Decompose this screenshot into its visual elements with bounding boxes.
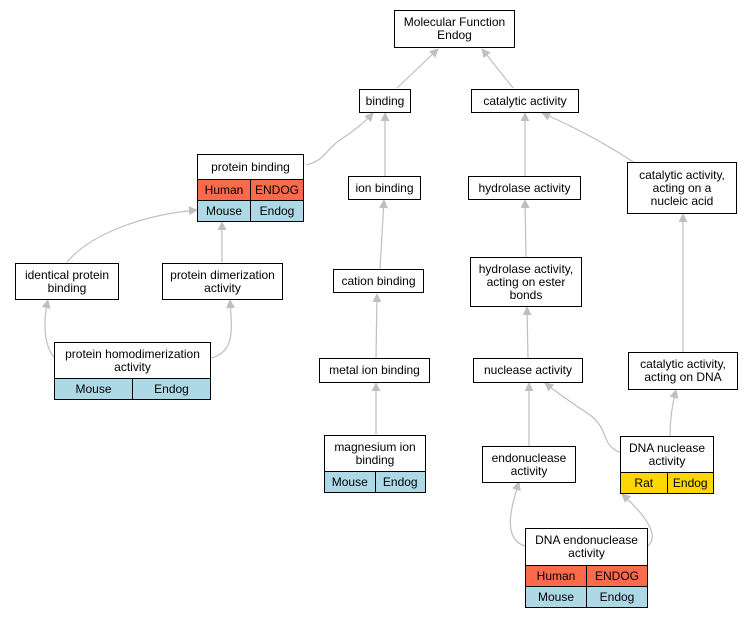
node-label: protein homodimerization activity bbox=[65, 346, 200, 374]
edge-dna-nuclease-cat-dna bbox=[669, 389, 679, 437]
species-cell: Rat bbox=[621, 473, 667, 493]
annotation-row-mouse: Mouse Endog bbox=[55, 378, 210, 399]
annotation-row-mouse: Mouse Endog bbox=[526, 586, 647, 607]
node-label: DNA endonuclease activity bbox=[535, 533, 638, 560]
edge-dna-endonuclease-dna-nuclease bbox=[621, 493, 653, 547]
node-label: nuclease activity bbox=[483, 363, 573, 377]
edge-cat-nucleic-catalytic bbox=[541, 112, 636, 164]
edge-homodimer-dimerization bbox=[210, 299, 236, 359]
node-label: metal ion binding bbox=[329, 363, 420, 377]
node-nuclease-activity[interactable]: nuclease activity bbox=[473, 358, 583, 383]
node-label: catalytic activity, acting on a nucleic … bbox=[639, 167, 725, 208]
edge-dna-endonuclease-endonuclease bbox=[509, 481, 526, 547]
species-cell: Mouse bbox=[55, 379, 132, 399]
node-label: endonuclease activity bbox=[491, 450, 567, 478]
node-binding[interactable]: binding bbox=[359, 89, 411, 113]
species-cell: Mouse bbox=[198, 201, 250, 221]
edge-identical-protein-binding bbox=[66, 206, 198, 263]
node-label: protein binding bbox=[211, 159, 290, 174]
node-catalytic-activity-dna[interactable]: catalytic activity, acting on DNA bbox=[628, 352, 738, 390]
annotation-row-human: Human ENDOG bbox=[198, 179, 303, 200]
node-label: ion binding bbox=[355, 180, 414, 195]
node-molecular-function-root[interactable]: Molecular Function Endog bbox=[394, 10, 515, 48]
node-identical-protein-binding[interactable]: identical protein binding bbox=[15, 263, 119, 300]
edge-catalytic-root bbox=[481, 48, 514, 89]
node-dna-nuclease-activity[interactable]: DNA nuclease activity Rat Endog bbox=[620, 436, 714, 494]
node-dna-endonuclease-activity[interactable]: DNA endonuclease activity Human ENDOG Mo… bbox=[525, 528, 648, 608]
edge-cation-ion-binding bbox=[379, 199, 389, 270]
gene-cell: Endog bbox=[250, 201, 303, 221]
gene-cell: ENDOG bbox=[586, 566, 647, 586]
edge-hydrolase-ester-hydrolase bbox=[520, 199, 530, 258]
gene-cell: ENDOG bbox=[250, 180, 303, 200]
node-hydrolase-activity-ester-bonds[interactable]: hydrolase activity, acting on ester bond… bbox=[470, 257, 582, 307]
annotation-row-rat: Rat Endog bbox=[621, 472, 713, 493]
edge-dna-nuclease-nuclease bbox=[544, 382, 622, 454]
species-cell: Mouse bbox=[325, 472, 375, 492]
node-label: binding bbox=[365, 93, 405, 108]
gene-cell: Endog bbox=[132, 379, 210, 399]
species-cell: Mouse bbox=[526, 587, 586, 607]
edge-protein-binding-binding bbox=[305, 112, 374, 166]
node-label: magnesium ion binding bbox=[334, 439, 416, 467]
node-protein-homodimerization-activity[interactable]: protein homodimerization activity Mouse … bbox=[54, 342, 211, 400]
node-label: protein dimerization activity bbox=[170, 267, 275, 295]
node-metal-ion-binding[interactable]: metal ion binding bbox=[319, 358, 430, 383]
edge-nuclease-hydrolase-ester bbox=[522, 306, 532, 359]
gene-cell: Endog bbox=[666, 473, 713, 493]
edge-homodimer-identical bbox=[41, 299, 56, 359]
node-protein-binding[interactable]: protein binding Human ENDOG Mouse Endog bbox=[197, 154, 304, 222]
node-magnesium-ion-binding[interactable]: magnesium ion binding Mouse Endog bbox=[324, 435, 426, 493]
species-cell: Human bbox=[526, 566, 586, 586]
node-catalytic-activity-nucleic-acid[interactable]: catalytic activity, acting on a nucleic … bbox=[627, 162, 737, 214]
node-label: cation binding bbox=[341, 273, 416, 288]
node-catalytic-activity[interactable]: catalytic activity bbox=[471, 89, 579, 113]
gene-cell: Endog bbox=[586, 587, 647, 607]
species-cell: Human bbox=[198, 180, 250, 200]
annotation-row-human: Human ENDOG bbox=[526, 565, 647, 586]
node-label: catalytic activity, acting on DNA bbox=[640, 357, 726, 384]
annotation-row-mouse: Mouse Endog bbox=[198, 200, 303, 221]
gene-cell: Endog bbox=[374, 472, 425, 492]
edge-metal-cation bbox=[372, 293, 382, 359]
node-label: Molecular Function Endog bbox=[403, 15, 506, 42]
node-cation-binding[interactable]: cation binding bbox=[333, 269, 424, 293]
annotation-row-mouse: Mouse Endog bbox=[325, 471, 425, 492]
node-endonuclease-activity[interactable]: endonuclease activity bbox=[482, 446, 576, 483]
node-label: DNA nuclease activity bbox=[628, 440, 706, 468]
node-ion-binding[interactable]: ion binding bbox=[348, 176, 421, 200]
edge-binding-root bbox=[396, 48, 439, 89]
node-label: hydrolase activity bbox=[478, 180, 571, 195]
node-label: identical protein binding bbox=[24, 267, 110, 295]
node-label: catalytic activity bbox=[483, 93, 567, 108]
node-label: hydrolase activity, acting on ester bond… bbox=[478, 261, 574, 302]
node-hydrolase-activity[interactable]: hydrolase activity bbox=[468, 176, 581, 200]
node-protein-dimerization-activity[interactable]: protein dimerization activity bbox=[162, 263, 283, 300]
